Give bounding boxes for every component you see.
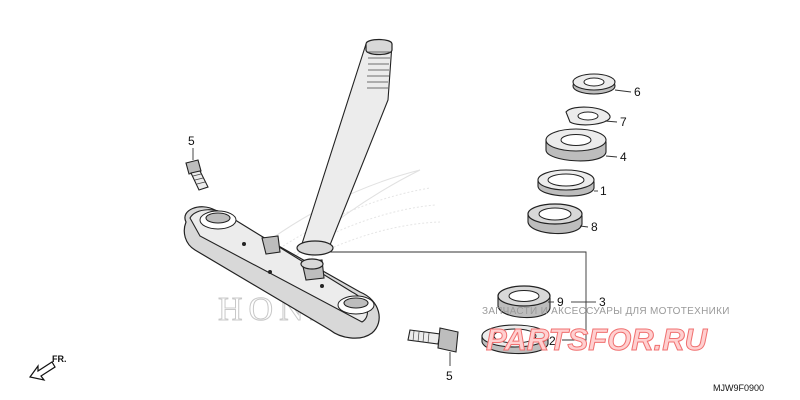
part-6-lock-nut	[572, 73, 616, 95]
diagram-code: MJW9F0900	[713, 383, 764, 393]
bolt-upper-left	[185, 159, 209, 191]
part-8-upper-bearing	[527, 203, 583, 235]
steering-stem	[296, 38, 393, 256]
bolt-lower	[407, 327, 459, 353]
callout-6: 6	[634, 85, 641, 99]
part-9-lower-bearing	[497, 285, 551, 319]
front-direction-label: FR.	[52, 354, 67, 364]
part-7-lock-washer	[565, 106, 611, 126]
watermark-tagline: ЗАПЧАСТИ И АКСЕССУАРЫ ДЛЯ МОТОТЕХНИКИ	[482, 306, 730, 317]
part-2-lower-dust-seal	[481, 324, 549, 355]
callout-2: 2	[549, 334, 556, 348]
callout-3: 3	[599, 295, 606, 309]
front-direction-arrow: FR.	[28, 354, 67, 381]
part-4-adjusting-nut	[545, 128, 607, 162]
callout-5-upper: 5	[188, 134, 195, 148]
watermark-site-logo: PARTSFOR.RU	[486, 322, 709, 357]
callout-1: 1	[600, 184, 607, 198]
part-1-dust-seal	[537, 169, 595, 197]
callout-9: 9	[557, 295, 564, 309]
callout-8: 8	[591, 220, 598, 234]
callout-5-lower: 5	[446, 369, 453, 383]
leader-lines	[192, 89, 632, 366]
bottom-bridge	[183, 206, 380, 339]
callout-4: 4	[620, 150, 627, 164]
callout-7: 7	[620, 115, 627, 129]
